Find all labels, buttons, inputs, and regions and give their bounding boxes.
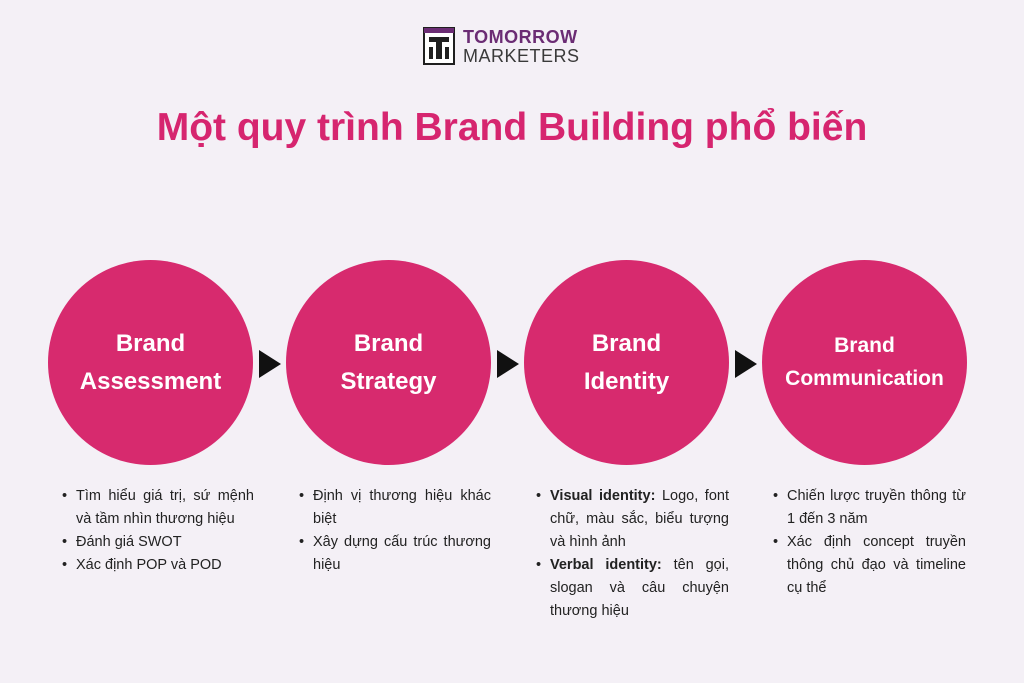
bullet-item: Xây dựng cấu trúc thương hiệu [299, 531, 491, 577]
bullet-item: Verbal identity: tên gọi, slogan và câu … [536, 554, 729, 623]
step-title-line-2: Strategy [340, 367, 437, 395]
logo-line-2: MARKETERS [463, 45, 580, 66]
bullet-item: Định vị thương hiệu khác biệt [299, 485, 491, 531]
step-description-communication: Chiến lược truyền thông từ 1 đến 3 năm X… [773, 485, 966, 600]
step-title-line-1: Brand [115, 330, 186, 358]
bullet-list: Tìm hiểu giá trị, sứ mệnh và tầm nhìn th… [62, 485, 254, 577]
bullet-text: Xây dựng cấu trúc thương hiệu [313, 534, 491, 573]
bullet-item: Chiến lược truyền thông từ 1 đến 3 năm [773, 485, 966, 531]
arrow-right-icon [497, 350, 519, 378]
bullet-list: Chiến lược truyền thông từ 1 đến 3 năm X… [773, 485, 966, 600]
step-title-line-2: Identity [583, 367, 670, 395]
bullet-text: Xác định concept truyền thông chủ đạo và… [787, 534, 966, 596]
step-description-identity: Visual identity: Logo, font chữ, màu sắc… [536, 485, 729, 623]
step-title-line-2: Communication [785, 366, 944, 390]
bullet-text: Xác định POP và POD [76, 557, 222, 573]
page-title: Một quy trình Brand Building phổ biến [156, 106, 868, 149]
bullet-text: Logo, font chữ, màu sắc, biểu tượng và h… [550, 488, 729, 550]
brand-logo: TOMORROW MARKETERS [423, 24, 580, 68]
bullet-bold-label: Verbal identity: [550, 557, 662, 573]
bullet-text: Tìm hiểu giá trị, sứ mệnh và tầm nhìn th… [76, 488, 254, 527]
arrow-right-icon [259, 350, 281, 378]
step-brand-strategy: Brand Strategy [286, 260, 491, 465]
bullet-item: Tìm hiểu giá trị, sứ mệnh và tầm nhìn th… [62, 485, 254, 531]
step-description-assessment: Tìm hiểu giá trị, sứ mệnh và tầm nhìn th… [62, 485, 254, 577]
logo-wordmark: TOMORROW MARKETERS [463, 28, 580, 65]
step-brand-assessment: Brand Assessment [48, 260, 253, 465]
tomorrow-marketers-logo-icon [423, 27, 455, 65]
bullet-item: Visual identity: Logo, font chữ, màu sắc… [536, 485, 729, 554]
step-title-line-1: Brand [353, 330, 424, 358]
step-title-line-1: Brand [834, 333, 895, 357]
bullet-list: Định vị thương hiệu khác biệt Xây dựng c… [299, 485, 491, 577]
step-brand-identity: Brand Identity [524, 260, 729, 465]
step-brand-communication: Brand Communication [762, 260, 967, 465]
bullet-list: Visual identity: Logo, font chữ, màu sắc… [536, 485, 729, 623]
step-description-strategy: Định vị thương hiệu khác biệt Xây dựng c… [299, 485, 491, 577]
bullet-item: Đánh giá SWOT [62, 531, 254, 554]
step-circle: Brand Assessment [48, 260, 253, 465]
bullet-text: Định vị thương hiệu khác biệt [313, 488, 491, 527]
logo-line-1: TOMORROW [463, 26, 578, 47]
bullet-item: Xác định concept truyền thông chủ đạo và… [773, 531, 966, 600]
step-circle: Brand Communication [762, 260, 967, 465]
bullet-bold-label: Visual identity: [550, 488, 656, 504]
step-circle: Brand Identity [524, 260, 729, 465]
step-title-line-1: Brand [591, 330, 662, 358]
step-circle: Brand Strategy [286, 260, 491, 465]
bullet-text: Chiến lược truyền thông từ 1 đến 3 năm [787, 488, 966, 527]
bullet-text: Đánh giá SWOT [76, 534, 182, 550]
arrow-right-icon [735, 350, 757, 378]
bullet-text: tên gọi, slogan và câu chuyện thương hiệ… [550, 557, 729, 619]
bullet-item: Xác định POP và POD [62, 554, 254, 577]
step-title-line-2: Assessment [79, 367, 222, 395]
